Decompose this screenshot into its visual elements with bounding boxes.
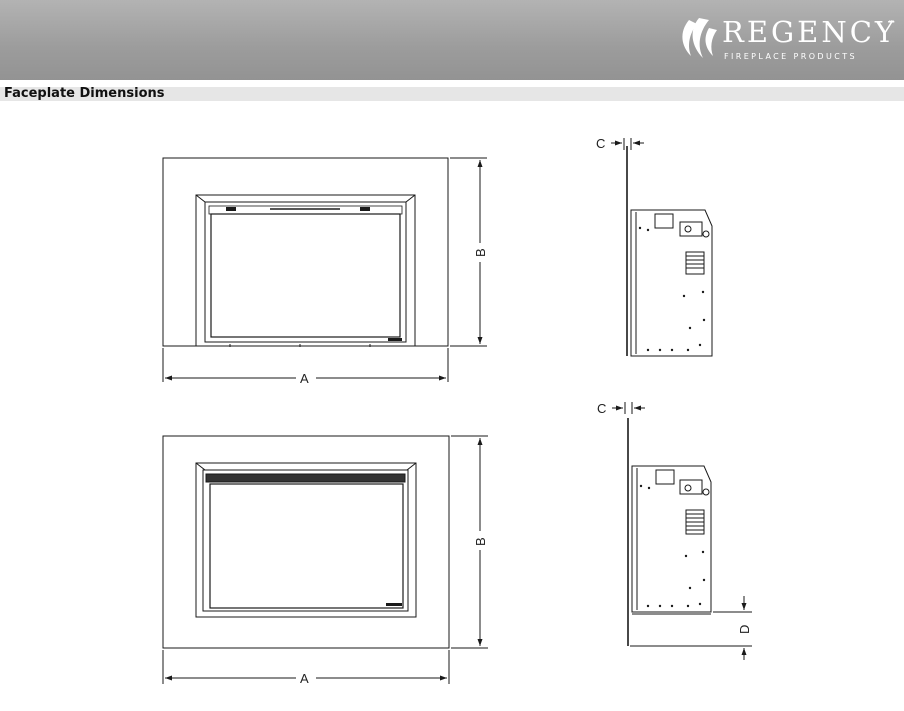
brand-name: REGENCY [722, 15, 898, 49]
dimension-a-top [162, 348, 449, 382]
front-view-bottom [162, 435, 450, 649]
side-view-top [626, 146, 713, 357]
label-a-bottom: A [300, 671, 309, 686]
faceplate-outline-bottom [162, 435, 450, 649]
label-a-top: A [300, 371, 309, 386]
brand-tagline: FIREPLACE PRODUCTS [724, 52, 858, 61]
label-c-top: C [596, 136, 605, 151]
faceplate-outline [162, 157, 449, 347]
label-c-bottom: C [597, 401, 606, 416]
section-title: Faceplate Dimensions [4, 86, 165, 101]
dimension-d [630, 596, 752, 660]
label-d: D [737, 625, 752, 634]
label-b-bottom: B [473, 537, 488, 546]
label-b-top: B [473, 248, 488, 257]
section-bar [0, 87, 904, 101]
brand-trademark: ™ [888, 19, 895, 27]
front-view-top [162, 157, 449, 347]
dimension-c-top [611, 138, 644, 150]
header-banner [0, 0, 904, 80]
insert-frame [195, 194, 416, 347]
dimension-b-bottom [451, 435, 488, 649]
side-view-bottom [627, 418, 712, 646]
flame-logo-icon [682, 18, 717, 58]
dimension-b-top [450, 157, 487, 347]
dimension-a-bottom [162, 650, 450, 684]
dimension-c-bottom [612, 402, 645, 414]
